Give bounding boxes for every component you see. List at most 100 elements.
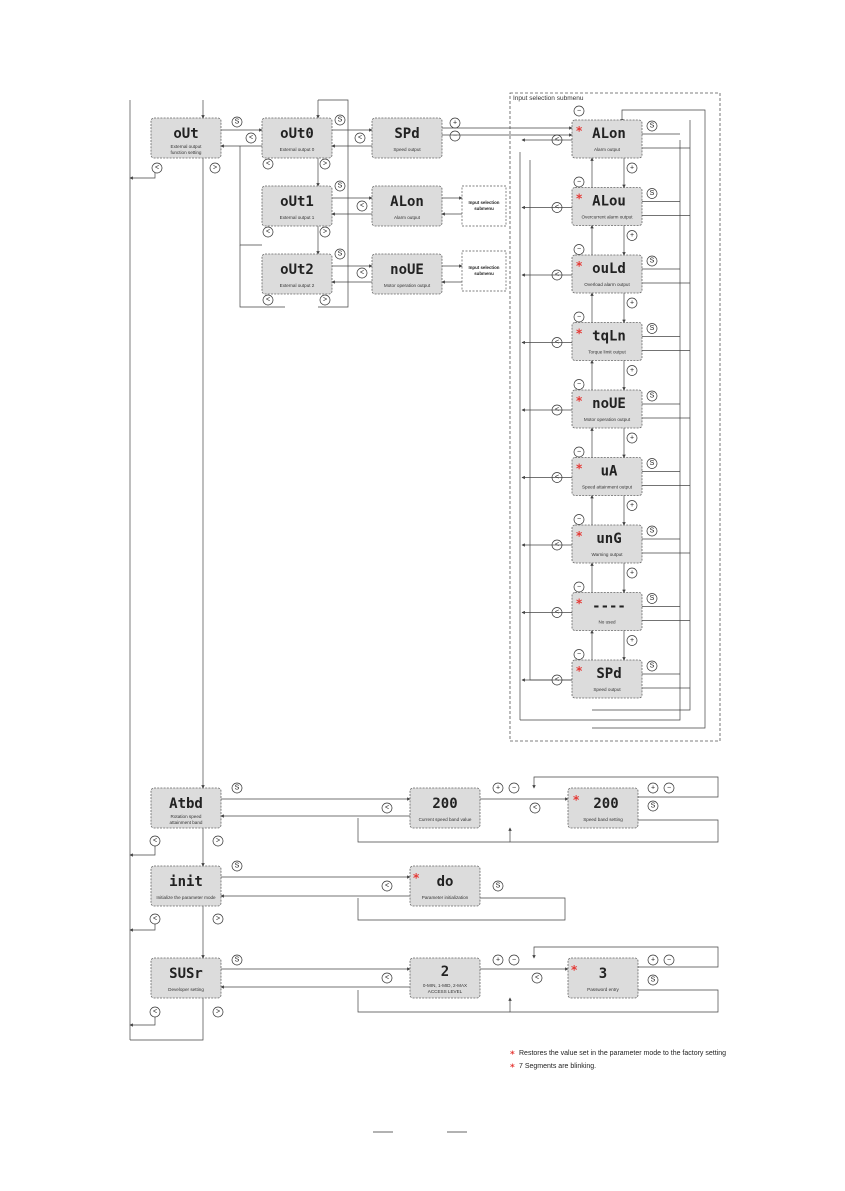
susr-password-block[interactable]: * 3 Password entry xyxy=(567,957,639,999)
out0-s-button[interactable]: S xyxy=(334,114,346,126)
input-submenu-ref-2[interactable]: Input selection submenu xyxy=(461,250,507,292)
submenu-plus-button[interactable]: + xyxy=(626,432,638,444)
out1-value-back-button[interactable]: < xyxy=(356,200,368,212)
out-back-button[interactable]: < xyxy=(245,132,257,144)
submenu-s-button[interactable]: S xyxy=(646,188,658,199)
out-s-button[interactable]: S xyxy=(231,116,243,128)
susr-right-button[interactable]: > xyxy=(212,1006,224,1018)
susr-s-button[interactable]: S xyxy=(231,954,243,966)
submenu-minus-button[interactable]: − xyxy=(573,176,585,188)
susr-back-button[interactable]: < xyxy=(381,972,393,984)
submenu-s-button[interactable]: S xyxy=(646,120,658,132)
submenu-item[interactable]: *----No used xyxy=(571,592,643,631)
submenu-s-button[interactable]: S xyxy=(646,323,658,334)
out1-block[interactable]: oUt1 External output 1 xyxy=(261,185,333,227)
out-menu-block[interactable]: oUt External output function setting xyxy=(150,117,222,159)
atbd-back-button[interactable]: < xyxy=(381,802,393,814)
atbd-left-button[interactable]: < xyxy=(149,835,161,847)
out0-right-button[interactable]: > xyxy=(319,158,331,170)
submenu-minus-button[interactable]: − xyxy=(573,244,585,255)
susr-level-block[interactable]: 2 0-MIN, 1-MID, 2-MAX ACCESS LEVEL xyxy=(409,957,481,999)
init-back-button[interactable]: < xyxy=(381,880,393,892)
factory-star-icon: * xyxy=(413,871,420,885)
submenu-plus-button[interactable]: + xyxy=(626,162,638,174)
input-submenu-ref-1[interactable]: Input selection submenu xyxy=(461,185,507,227)
submenu-s-button[interactable]: S xyxy=(646,660,658,672)
out1-value-block[interactable]: ALon Alarm output xyxy=(371,185,443,227)
atbd-right-button[interactable]: > xyxy=(212,835,224,847)
out2-left-button[interactable]: < xyxy=(262,294,274,306)
atbd-s-button[interactable]: S xyxy=(231,782,243,794)
atbd-current-block[interactable]: 200 Current speed band value xyxy=(409,787,481,829)
submenu-item-label: Torque limit output xyxy=(588,350,626,355)
submenu-plus-button[interactable]: + xyxy=(626,365,638,376)
out0-plus-button[interactable]: + xyxy=(449,117,461,129)
submenu-s-button[interactable]: S xyxy=(646,390,658,402)
out1-right-button[interactable]: > xyxy=(319,226,331,238)
password-s-button[interactable]: S xyxy=(647,974,659,986)
atbd-setting-block[interactable]: * 200 Speed band setting xyxy=(567,787,639,829)
submenu-plus-button[interactable]: + xyxy=(626,297,638,309)
atbd-plus-button[interactable]: + xyxy=(492,782,504,794)
susr-plus-button[interactable]: + xyxy=(492,954,504,966)
submenu-minus-button[interactable]: − xyxy=(573,514,585,525)
init-left-button[interactable]: < xyxy=(149,913,161,925)
submenu-minus-button[interactable]: − xyxy=(573,649,585,660)
out2-value-block[interactable]: noUE Motor operation output xyxy=(371,253,443,295)
out-left-button[interactable]: < xyxy=(151,162,163,174)
left-glyph: < xyxy=(385,975,389,982)
out1-left-button[interactable]: < xyxy=(262,226,274,238)
submenu-minus-button[interactable]: − xyxy=(573,379,585,390)
atbd-setting-back-button[interactable]: < xyxy=(529,802,541,814)
atbd-setting-minus-button[interactable]: − xyxy=(663,782,675,794)
submenu-plus-button[interactable]: + xyxy=(626,635,638,646)
susr-left-button[interactable]: < xyxy=(149,1006,161,1018)
submenu-plus-glyph: + xyxy=(630,637,634,644)
out2-block[interactable]: oUt2 External output 2 xyxy=(261,253,333,295)
password-back-button[interactable]: < xyxy=(531,972,543,984)
out2-right-button[interactable]: > xyxy=(319,294,331,306)
init-s-button[interactable]: S xyxy=(231,860,243,872)
out0-minus-button[interactable]: − xyxy=(449,130,461,142)
submenu-s-button[interactable]: S xyxy=(646,458,658,469)
password-minus-button[interactable]: − xyxy=(663,954,675,966)
out0-block[interactable]: oUt0 External output 0 xyxy=(261,117,333,159)
out0-left-button[interactable]: < xyxy=(262,158,274,170)
atbd-setting-s-button[interactable]: S xyxy=(647,800,659,812)
atbd-setting-plus-button[interactable]: + xyxy=(647,782,659,794)
atbd-block[interactable]: Atbd Rotation speed attainment band xyxy=(150,787,222,829)
submenu-s-button[interactable]: S xyxy=(646,525,658,537)
init-value-s-button[interactable]: S xyxy=(492,880,504,892)
submenu-top-minus-button[interactable]: − xyxy=(573,105,585,117)
submenu-minus-button[interactable]: − xyxy=(573,581,585,593)
submenu-minus-button[interactable]: − xyxy=(573,311,585,323)
submenu-s-button[interactable]: S xyxy=(646,255,658,267)
submenu-plus-button[interactable]: + xyxy=(626,567,638,579)
out2-s-button[interactable]: S xyxy=(334,248,346,260)
out1-s-button[interactable]: S xyxy=(334,180,346,192)
atbd-minus-button[interactable]: − xyxy=(508,782,520,794)
out0-value-back-button[interactable]: < xyxy=(354,132,366,144)
submenu-plus-button[interactable]: + xyxy=(626,230,638,241)
out0-value-block[interactable]: SPd Speed output xyxy=(371,117,443,159)
submenu-s-glyph: S xyxy=(650,460,655,467)
init-block[interactable]: init Initialize the parameter mode xyxy=(150,865,222,907)
susr-minus-button[interactable]: − xyxy=(508,954,520,966)
susr-block[interactable]: SUSr Developer setting xyxy=(150,957,222,999)
init-right-button[interactable]: > xyxy=(212,913,224,925)
init-value-block[interactable]: * do Parameter initialization xyxy=(409,865,481,907)
password-plus-button[interactable]: + xyxy=(647,954,659,966)
submenu-minus-button[interactable]: − xyxy=(573,446,585,458)
out2-value-back-button[interactable]: < xyxy=(356,267,368,279)
submenu-plus-button[interactable]: + xyxy=(626,500,638,511)
out-right-button[interactable]: > xyxy=(209,162,221,174)
submenu-s-button[interactable]: S xyxy=(646,593,658,604)
